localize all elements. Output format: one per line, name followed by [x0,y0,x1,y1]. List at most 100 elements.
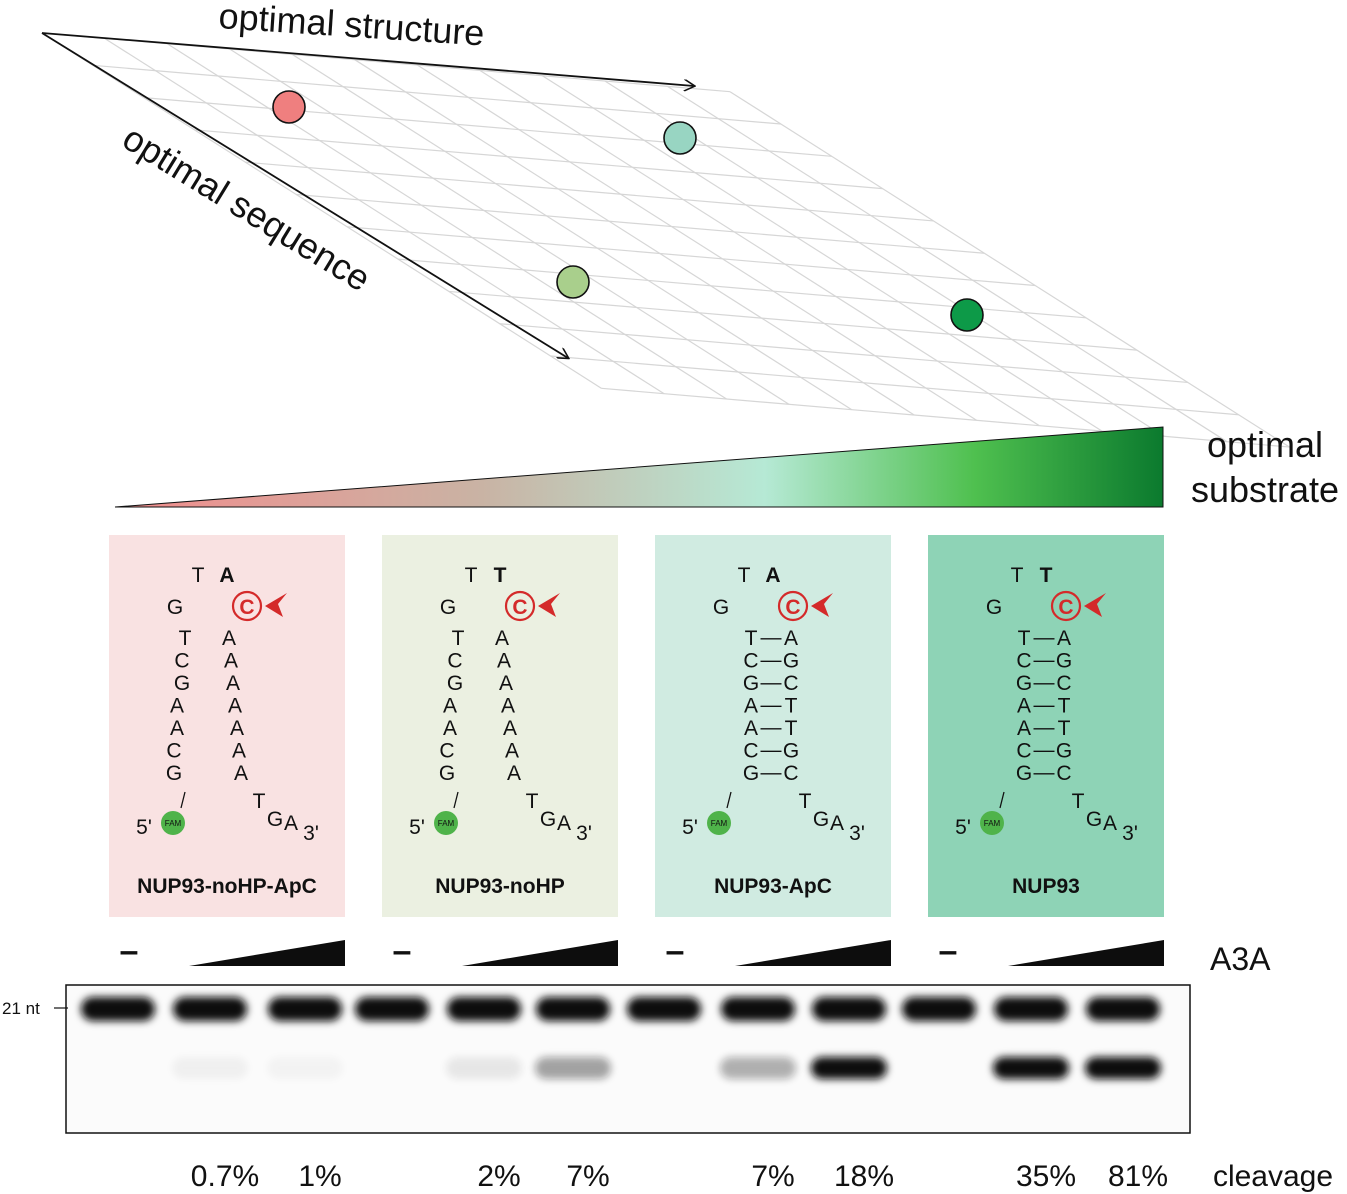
substrate-band [536,997,610,1021]
stem-nucleotide: G [1016,762,1032,785]
deamination-arrow-icon [811,593,833,617]
stem-nucleotide: C [439,740,454,763]
tail-nucleotide: G [813,808,829,831]
stem-nucleotide: A [1057,627,1071,650]
stem-nucleotide: A [443,717,457,740]
substrate-band [173,997,247,1021]
grid-line [729,91,1290,448]
stem-nucleotide: A [232,740,246,763]
three-prime-label: 3' [849,822,865,845]
stem-nucleotide: G [1016,672,1032,695]
five-prime-label: 5' [955,816,971,839]
stem-nucleotide: C [1056,762,1071,785]
stem-nucleotide: A [1017,717,1031,740]
backbone-link [726,791,732,809]
substrate-band [81,997,155,1021]
product-band [446,1057,522,1079]
edit-site-circle [1050,590,1082,622]
cleavage-label: cleavage [1213,1160,1333,1193]
substrate-band [447,997,521,1021]
stem-nucleotide: T [1058,717,1071,740]
stem-nucleotide: A [784,627,798,650]
edited-cytosine: C [1058,596,1073,619]
grid-line [166,43,727,400]
fam-text: FAM [438,819,455,828]
stem-nucleotide: T [785,717,798,740]
edited-cytosine: C [512,596,527,619]
tail-nucleotide: G [540,808,556,831]
five-prime-label: 5' [409,816,425,839]
stem-nucleotide: C [783,672,798,695]
fam-text: FAM [165,819,182,828]
base-pair-bond: — [1034,671,1055,694]
cleavage-percent: 1% [298,1160,341,1193]
loop-nucleotide: T [1040,564,1053,587]
grid-line [194,129,883,190]
grid-line [667,85,1228,443]
stem-nucleotide: A [443,695,457,718]
grid-line [479,69,1040,427]
stem-nucleotide: T [1018,627,1031,650]
grid-line [448,290,1137,351]
tail-nucleotide: G [267,808,283,831]
fam-label-icon [434,811,458,835]
base-pair-bond: — [1034,626,1055,649]
panel-background [382,535,618,917]
cleavage-percent: 7% [566,1160,609,1193]
stem-nucleotide: G [783,650,799,673]
base-pair-bond: — [761,626,782,649]
fam-label-icon [161,811,185,835]
stem-nucleotide: A [170,717,184,740]
tail-nucleotide: T [526,790,539,813]
structure-axis-arrow [41,32,694,86]
stem-nucleotide: A [170,695,184,718]
substrate-point [556,265,590,299]
stem-nucleotide: A [501,695,515,718]
gradient-label-line2: substrate [1191,469,1339,510]
stem-nucleotide: C [783,762,798,785]
panel-background [928,535,1164,917]
no-enzyme-minus: – [120,932,139,970]
sequence-axis-arrow [41,32,568,358]
substrate-points [272,90,984,332]
stem-nucleotide: G [447,672,463,695]
grid-line [229,48,790,405]
substrate-name: NUP93-noHP [435,875,565,898]
panel-background [655,535,891,917]
stem-nucleotide: A [226,672,240,695]
loop-nucleotide: G [440,596,456,619]
substrate-point [950,298,984,332]
no-enzyme-minus: – [939,932,958,970]
tail-nucleotide: A [830,812,844,835]
plane-grid [41,32,1290,448]
fam-label-icon [980,811,1004,835]
five-prime-label: 5' [682,816,698,839]
backbone-link [999,791,1005,809]
stem-nucleotide: G [783,740,799,763]
three-prime-label: 3' [576,822,592,845]
enzyme-gradient-wedge [735,940,891,966]
stem-nucleotide: G [743,762,759,785]
grid-line [347,226,1036,287]
base-pair-bond: — [1034,716,1055,739]
product-band [811,1057,887,1079]
grid-line [550,355,1239,416]
backbone-link [453,791,459,809]
deamination-arrow-icon [265,593,287,617]
substrate-name: NUP93 [1012,875,1080,898]
base-pair-bond: — [761,716,782,739]
three-prime-label: 3' [303,822,319,845]
enzyme-gradient-wedge [462,940,618,966]
substrate-band [812,997,886,1021]
grid-line [542,75,1103,432]
stem-nucleotide: G [1056,740,1072,763]
substrate-band [627,997,701,1021]
stem-nucleotide: T [1058,695,1071,718]
loop-nucleotide: G [713,596,729,619]
base-pair-bond: — [1034,761,1055,784]
structure-axis-label: optimal structure [217,0,485,54]
edited-cytosine: C [785,596,800,619]
